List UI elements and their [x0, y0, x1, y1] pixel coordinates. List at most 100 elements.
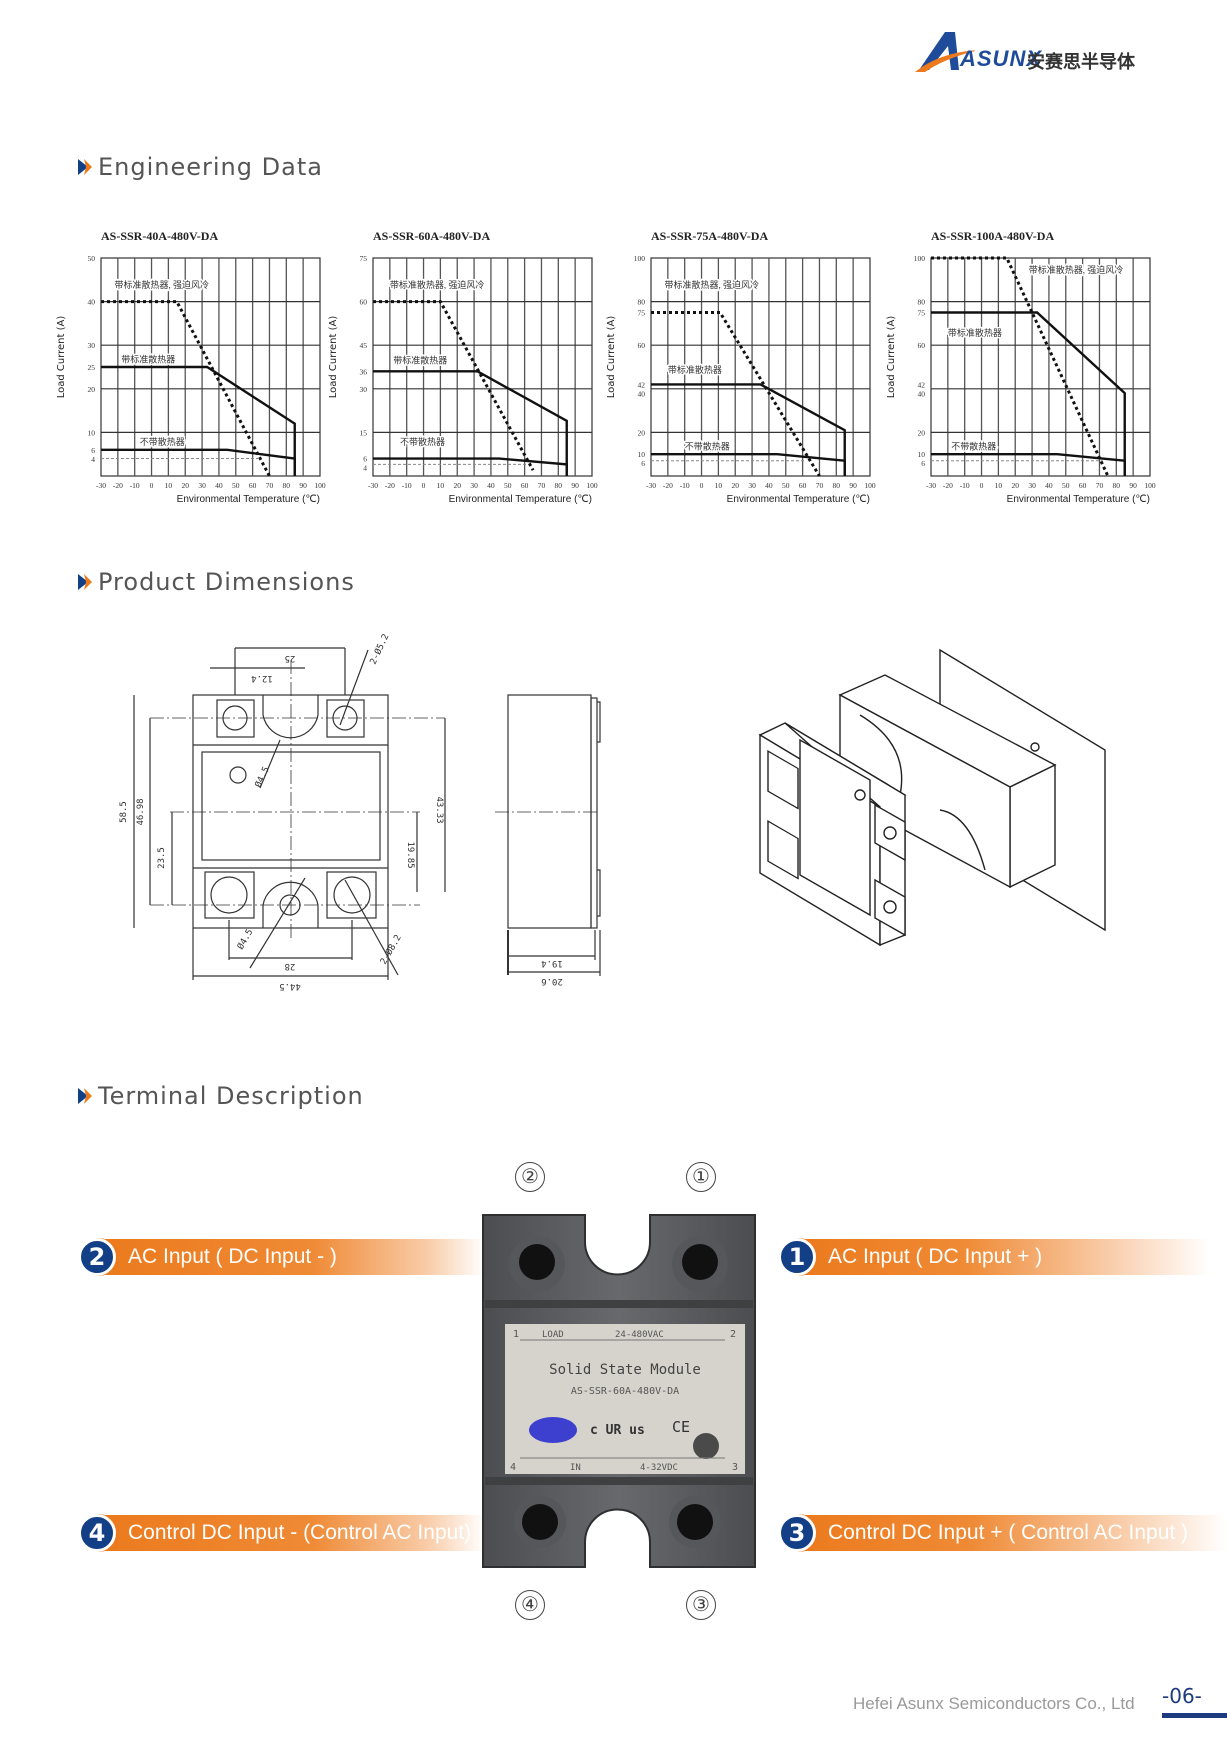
y-tick-label: 4: [91, 455, 95, 464]
dim-label-46-98: 46.98: [136, 798, 146, 825]
x-tick-label: 60: [249, 481, 257, 490]
x-tick-label: 70: [538, 481, 546, 490]
x-axis-label: Environmental Temperature (℃): [727, 494, 870, 505]
terminal-badge-3: 3: [778, 1514, 816, 1552]
series-line-2: [373, 457, 568, 476]
relay-photo: 1 2 LOAD 24-480VAC Solid State Module AS…: [482, 1214, 756, 1570]
y-tick-label: 60: [918, 341, 926, 350]
y-tick-label: 30: [88, 341, 96, 350]
terminal-number-4-marker: ④: [515, 1590, 545, 1620]
x-tick-label: 70: [1096, 481, 1104, 490]
y-tick-label: 42: [918, 380, 926, 389]
dim-label-hole-top: 2-Ø5.2: [368, 632, 392, 666]
x-tick-label: 40: [1045, 481, 1053, 490]
y-tick-label: 100: [914, 254, 926, 263]
x-tick-label: 20: [181, 481, 189, 490]
curve-annotation: 不带散热器: [140, 436, 185, 447]
y-tick-label: 6: [641, 459, 645, 468]
dim-label-43-33: 43.33: [434, 796, 444, 823]
section-arrow-icon: [78, 159, 92, 175]
x-tick-label: 90: [1129, 481, 1137, 490]
brand-logo-icon: [529, 1417, 577, 1443]
x-tick-label: -10: [402, 481, 412, 490]
curve-annotation: 带标准散热器: [121, 353, 175, 364]
plate-terminal-2: 2: [730, 1329, 736, 1340]
screw-terminal-1: [672, 1236, 728, 1292]
y-tick-label: 10: [638, 450, 646, 459]
x-tick-label: 10: [715, 481, 723, 490]
terminal-number-3-marker: ③: [686, 1590, 716, 1620]
y-axis-label: Load Current (A): [606, 316, 617, 399]
dim-label-28: 28: [285, 961, 296, 971]
y-tick-label: 6: [91, 446, 95, 455]
x-tick-label: 70: [816, 481, 824, 490]
section-arrow-icon: [78, 574, 92, 590]
x-axis-label: Environmental Temperature (℃): [449, 494, 592, 505]
x-tick-label: 50: [1062, 481, 1070, 490]
x-tick-label: 80: [283, 481, 291, 490]
x-tick-label: 50: [782, 481, 790, 490]
x-tick-label: -20: [663, 481, 673, 490]
front-view-drawing: 25 12.4 2-Ø5.2 Ø4.5 58.5 46.98 23.5 43.3…: [119, 632, 446, 991]
x-tick-label: 90: [849, 481, 857, 490]
x-tick-label: 60: [799, 481, 807, 490]
plate-title: Solid State Module: [549, 1362, 701, 1378]
ce-mark: CE: [672, 1418, 690, 1436]
dim-label-19-85: 19.85: [405, 841, 415, 868]
x-tick-label: 100: [864, 481, 876, 490]
section-heading-dimensions: Product Dimensions: [76, 565, 355, 599]
screw-terminal-4: [514, 1496, 566, 1548]
terminal-label-1: AC Input ( DC Input + ): [800, 1239, 1210, 1275]
company-logo: ASUNX 安赛思半导体: [915, 28, 1145, 78]
y-tick-label: 40: [88, 298, 96, 307]
series-line-2: [931, 452, 1126, 476]
y-tick-label: 15: [360, 428, 368, 437]
series-line-0: [373, 300, 535, 471]
logo-brand: ASUNX: [960, 46, 1043, 71]
x-tick-label: 30: [1028, 481, 1036, 490]
terminal-label-text: Control DC Input + ( Control AC Input ): [828, 1521, 1189, 1544]
x-tick-label: 20: [1011, 481, 1019, 490]
x-tick-label: 90: [571, 481, 579, 490]
x-tick-label: 80: [833, 481, 841, 490]
x-tick-label: 30: [198, 481, 206, 490]
y-axis-label: Load Current (A): [886, 316, 897, 399]
heading-text: Terminal Description: [98, 1082, 364, 1110]
y-tick-label: 20: [918, 428, 926, 437]
y-tick-label: 10: [88, 428, 96, 437]
section-arrow-icon: [78, 1088, 92, 1104]
x-tick-label: 30: [470, 481, 478, 490]
y-tick-label: 100: [634, 254, 646, 263]
dim-label-19-4: 19.4: [541, 958, 563, 968]
x-tick-label: 0: [700, 481, 704, 490]
x-tick-label: 20: [731, 481, 739, 490]
terminal-label-text: AC Input ( DC Input - ): [128, 1245, 337, 1268]
y-tick-label: 42: [638, 380, 646, 389]
x-tick-label: 50: [232, 481, 240, 490]
y-tick-label: 75: [918, 309, 926, 318]
x-tick-label: -30: [96, 481, 106, 490]
y-tick-label: 50: [88, 254, 96, 263]
x-tick-label: 10: [437, 481, 445, 490]
page-number-underline: [1162, 1713, 1227, 1718]
curve-annotation: 带标准散热器, 强迫风冷: [664, 279, 759, 290]
x-tick-label: 90: [299, 481, 307, 490]
curve-annotation: 带标准散热器, 强迫风冷: [1029, 264, 1124, 275]
terminal-label-3: Control DC Input + ( Control AC Input ): [800, 1515, 1227, 1551]
y-axis-label: Load Current (A): [328, 316, 339, 399]
x-tick-label: 10: [995, 481, 1003, 490]
plate-load-voltage: 24-480VAC: [615, 1330, 664, 1340]
terminal-number-2-marker: ②: [515, 1162, 545, 1192]
y-tick-label: 60: [360, 298, 368, 307]
x-tick-label: 100: [314, 481, 326, 490]
x-tick-label: 100: [586, 481, 598, 490]
dim-label-23-5: 23.5: [157, 847, 167, 869]
dim-label-20-6: 20.6: [541, 976, 563, 986]
plate-terminal-3: 3: [732, 1462, 738, 1473]
x-tick-label: 70: [266, 481, 274, 490]
curve-annotation: 不带散热器: [951, 440, 996, 451]
curve-annotation: 带标准散热器: [668, 364, 722, 375]
isometric-view-drawing: [758, 648, 1106, 947]
